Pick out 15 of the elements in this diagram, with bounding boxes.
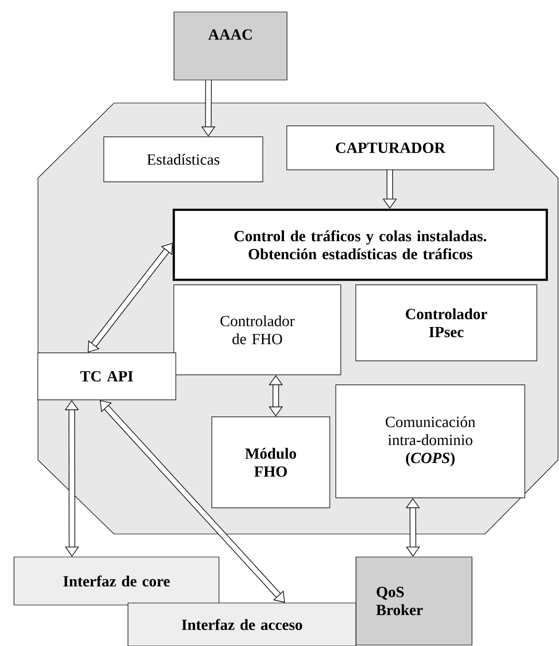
interface-box: Interfaz de core xyxy=(14,556,220,606)
hollow-arrow xyxy=(88,242,173,352)
module-box: Controlador de FHO xyxy=(174,284,342,376)
module-box: Módulo FHO xyxy=(212,416,330,508)
module-box: Controlador IPsec xyxy=(356,284,538,362)
hollow-arrow xyxy=(268,375,283,416)
interface-box: Interfaz de acceso xyxy=(128,602,356,646)
hollow-arrow xyxy=(100,400,285,603)
module-box: Estadísticas xyxy=(104,136,264,182)
control-box: Control de tráficos y colas instaladas. Obtención estadísticas de tráficos xyxy=(172,208,548,281)
module-box: TC API xyxy=(38,352,176,400)
module-box: CAPTURADOR xyxy=(286,126,494,170)
broker-box: QoS Broker xyxy=(356,556,472,646)
aaac-box: AAAC xyxy=(174,12,288,80)
module-box: Comunicación intra-dominio (COPS) xyxy=(336,384,526,498)
